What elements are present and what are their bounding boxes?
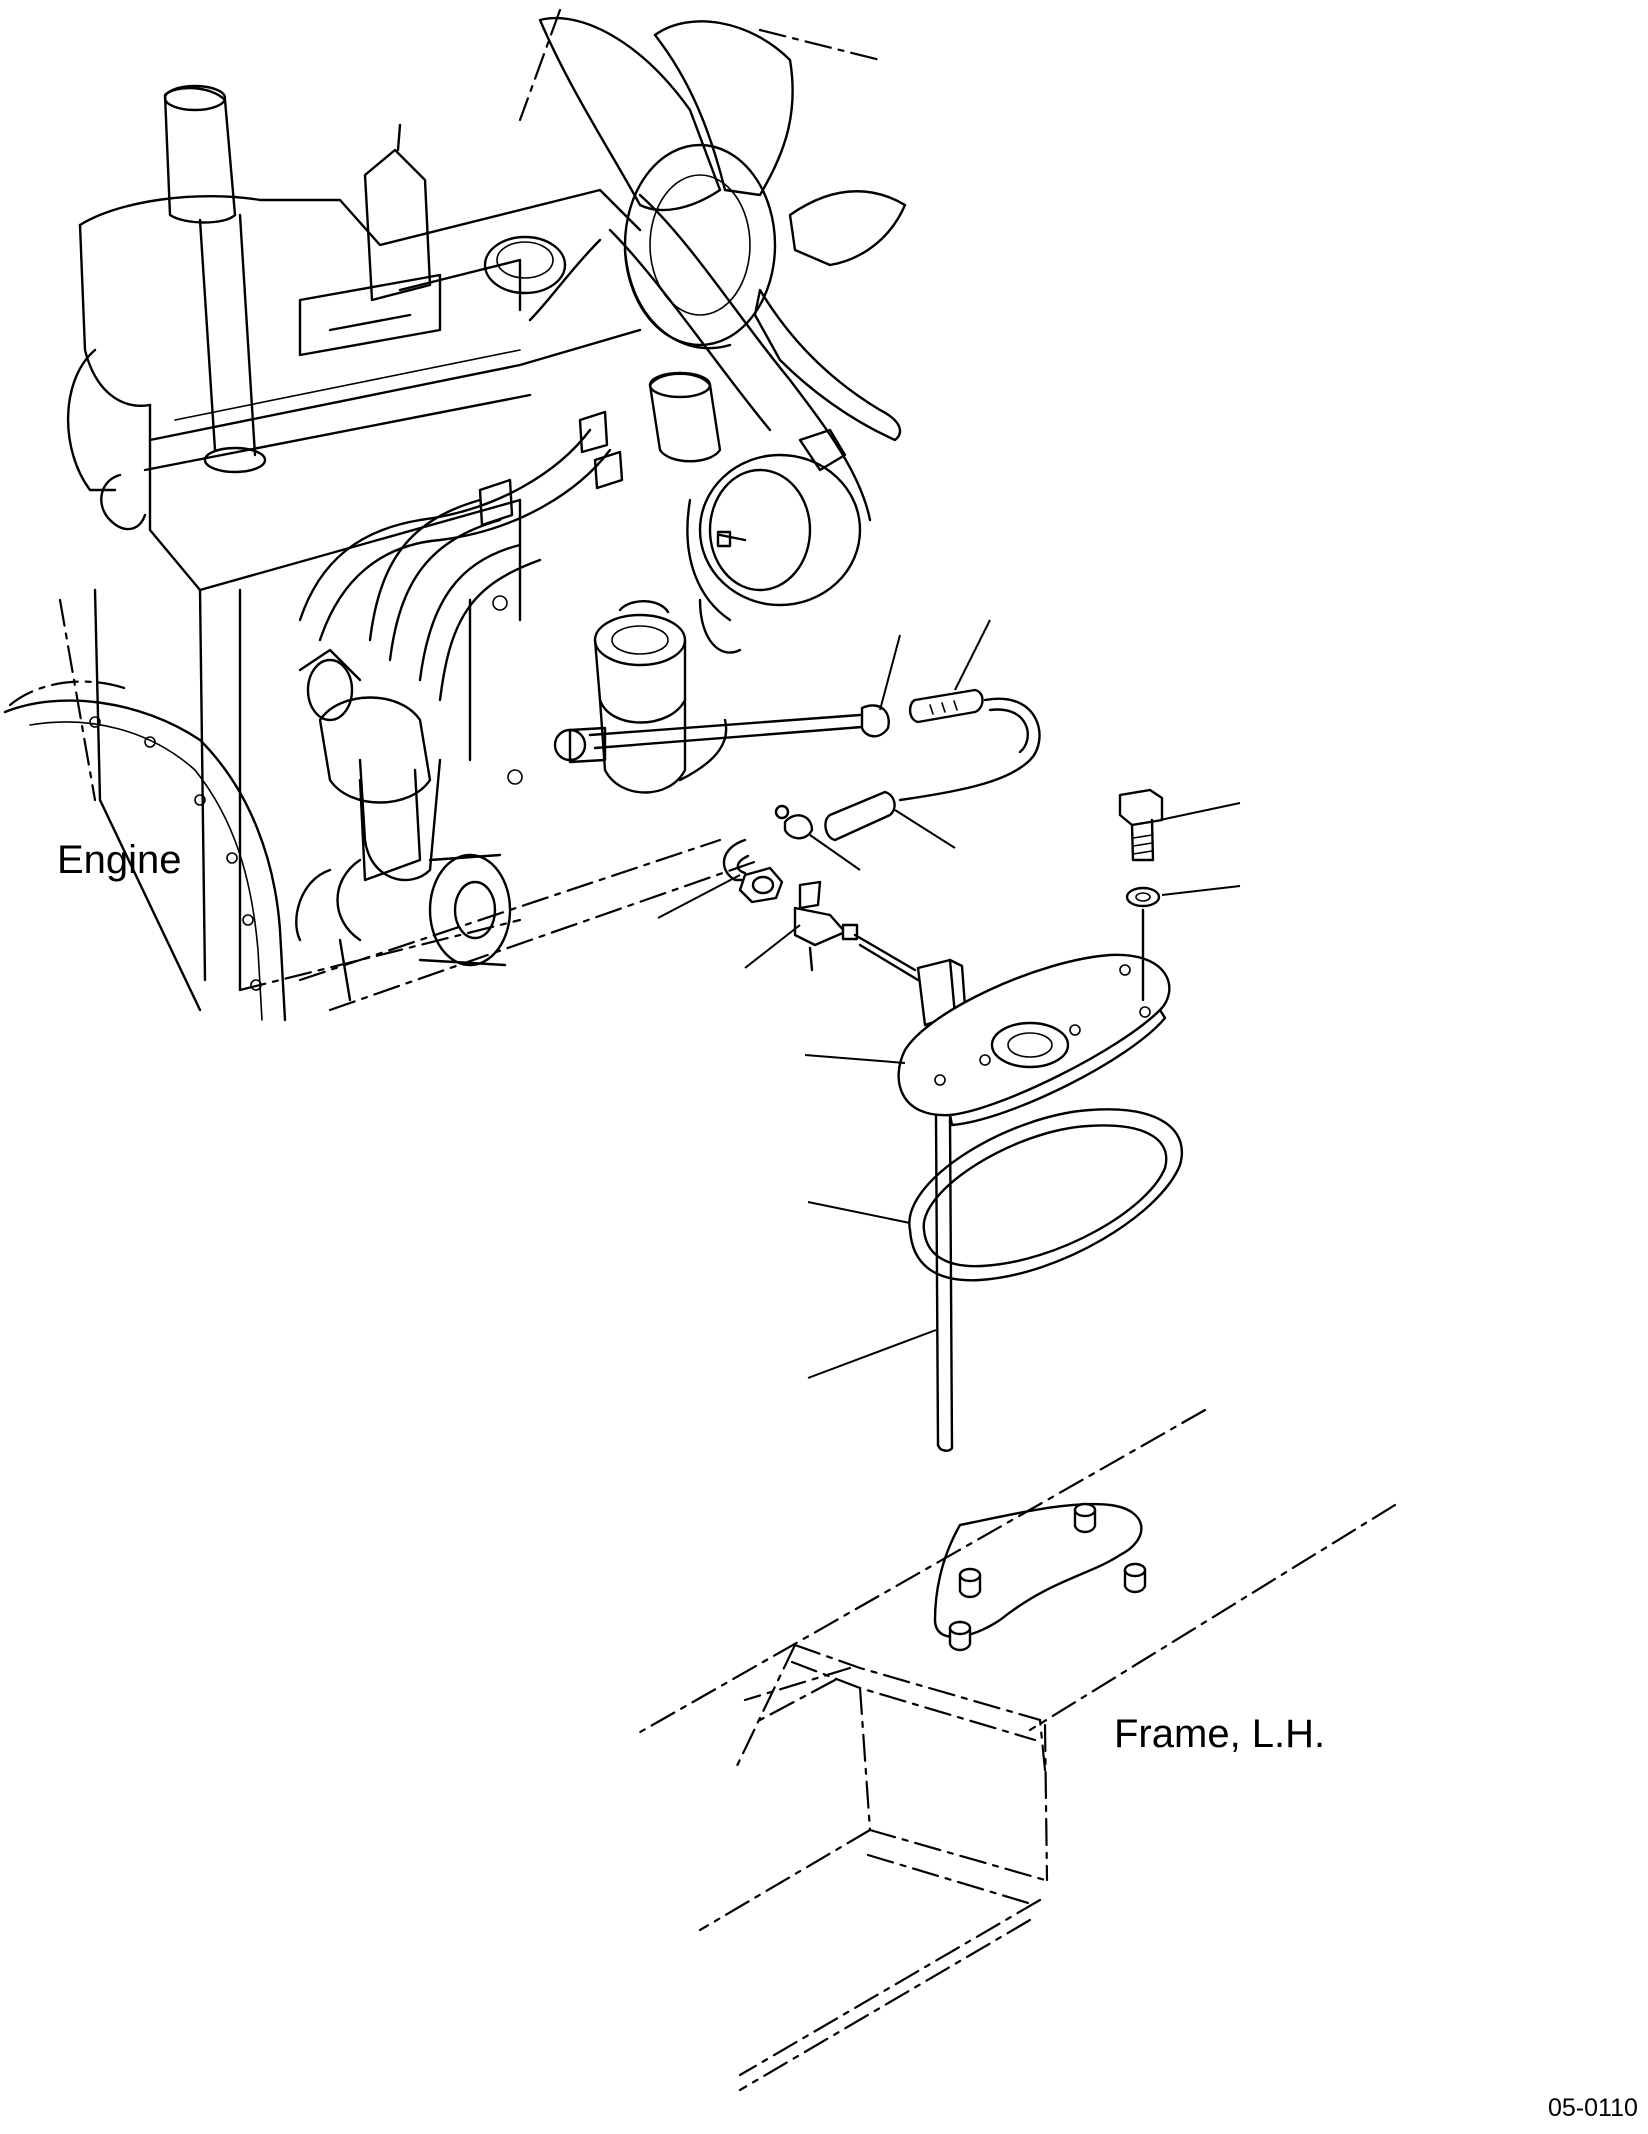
washer [1125,886,1161,1002]
frame-lh [633,1408,1397,2092]
frame-label: Frame, L.H. [1114,1712,1326,1756]
fuel-line-parts [588,619,1241,1452]
drawing-code: 05-0110 [1548,2094,1638,2122]
engine-label: Engine [57,838,182,882]
engine-assembly [3,8,907,1022]
fan [528,16,907,442]
gasket [908,1108,1183,1282]
fuel-level-sender [897,953,1171,1452]
bolt [1118,788,1164,862]
